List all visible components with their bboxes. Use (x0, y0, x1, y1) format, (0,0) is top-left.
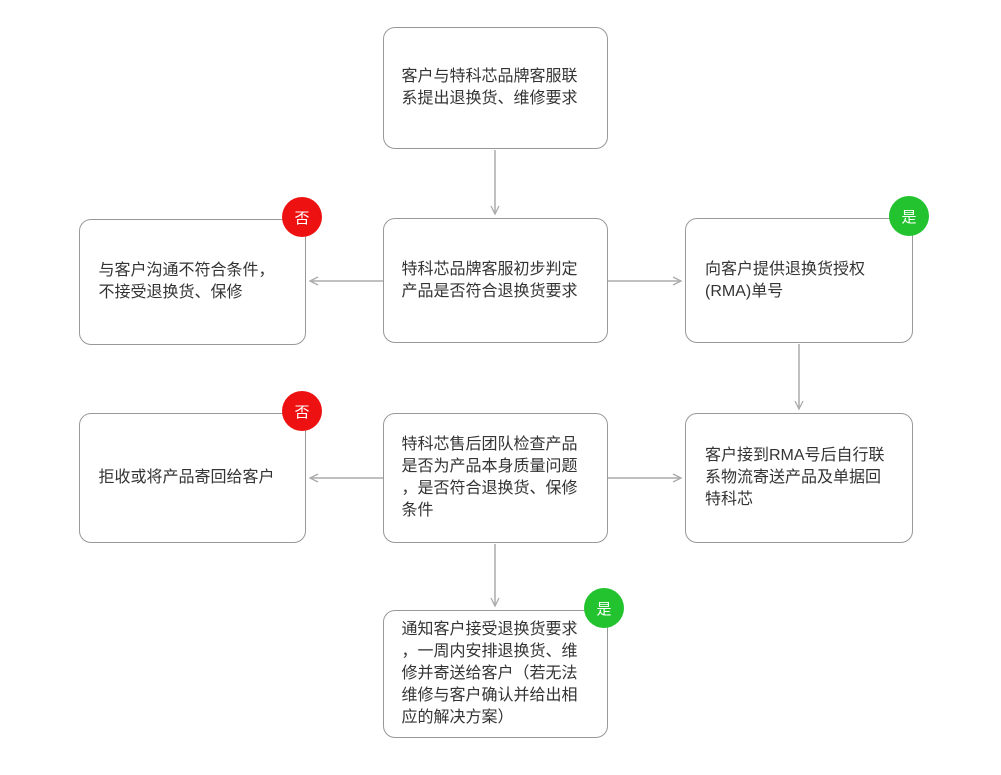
node-inspect-product-label: 特科芯售后团队检查产品是否为产品本身质量问题，是否符合退换货、保修条件 (401, 436, 578, 519)
node-reject-or-return: 否 拒收或将产品寄回给客户 (79, 391, 322, 543)
node-not-eligible: 否 与客户沟通不符合条件，不接受退换货、保修 (79, 197, 322, 345)
node-contact-service-label: 客户与特科芯品牌客服联系提出退换货、维修要求 (401, 68, 578, 107)
node-accept-and-arrange-label: 通知客户接受退换货要求，一周内安排退换货、维修并寄送给客户（若无法维修与客户确认… (401, 621, 578, 726)
node-reject-or-return-label: 拒收或将产品寄回给客户 (98, 469, 275, 486)
node-inspect-product: 特科芯售后团队检查产品是否为产品本身质量问题，是否符合退换货、保修条件 (383, 413, 608, 543)
node-contact-service: 客户与特科芯品牌客服联系提出退换货、维修要求 (383, 27, 608, 149)
yes-badge: 是 (584, 588, 624, 628)
yes-badge: 是 (889, 196, 929, 236)
node-provide-rma: 是 向客户提供退换货授权(RMA)单号 (685, 196, 929, 343)
no-badge: 否 (282, 391, 322, 431)
node-accept-and-arrange: 是 通知客户接受退换货要求，一周内安排退换货、维修并寄送给客户（若无法维修与客户… (383, 588, 624, 738)
node-initial-judgement-label: 特科芯品牌客服初步判定产品是否符合退换货要求 (401, 260, 578, 300)
node-not-eligible-label: 与客户沟通不符合条件，不接受退换货、保修 (98, 262, 275, 301)
node-provide-rma-label: 向客户提供退换货授权(RMA)单号 (705, 260, 866, 300)
node-initial-judgement: 特科芯品牌客服初步判定产品是否符合退换货要求 (383, 218, 608, 343)
node-customer-ship-back-label: 客户接到RMA号后自行联系物流寄送产品及单据回特科芯 (705, 447, 885, 508)
node-customer-ship-back: 客户接到RMA号后自行联系物流寄送产品及单据回特科芯 (685, 413, 913, 543)
no-badge: 否 (282, 197, 322, 237)
